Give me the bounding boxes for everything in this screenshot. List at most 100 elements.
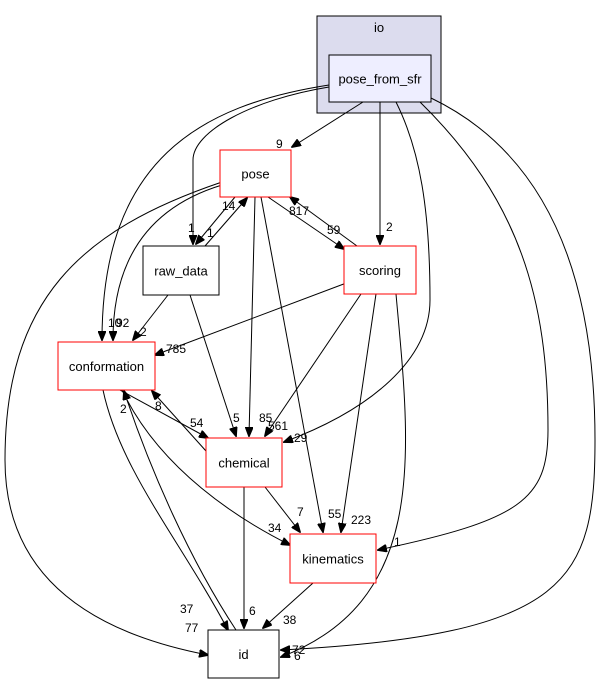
- node-label: chemical: [218, 456, 269, 471]
- edge-label[interactable]: 5: [233, 411, 240, 425]
- node-label: raw_data: [154, 264, 208, 279]
- node-scoring[interactable]: scoring: [343, 245, 417, 295]
- edge-line: [121, 389, 290, 545]
- edge-line: [189, 294, 236, 436]
- edge-chemical-to-conformation[interactable]: 8: [152, 391, 207, 452]
- edge-pose_from_sfr-to-chemical[interactable]: 29: [284, 101, 431, 445]
- edge-line: [193, 86, 330, 244]
- edge-line: [265, 293, 362, 436]
- node-box: [205, 437, 283, 488]
- node-box: [57, 341, 156, 391]
- edge-line: [378, 101, 549, 550]
- edge-line: [119, 389, 208, 438]
- edge-label[interactable]: 1: [188, 221, 195, 235]
- edge-line: [155, 281, 350, 355]
- edge-conformation-to-chemical[interactable]: 54: [119, 389, 208, 438]
- edge-pose_from_sfr-to-id[interactable]: 72: [281, 97, 596, 657]
- edge-pose_from_sfr-to-conformation[interactable]: 10: [102, 84, 330, 340]
- edge-line: [4, 181, 223, 655]
- edge-label[interactable]: 54: [190, 416, 204, 430]
- edge-chemical-to-id[interactable]: 6: [244, 487, 256, 628]
- edge-line: [196, 196, 236, 244]
- edge-conformation-to-id[interactable]: 37: [102, 389, 228, 630]
- edge-line: [281, 97, 596, 650]
- edge-line: [264, 486, 300, 532]
- edge-label[interactable]: 2: [120, 402, 127, 416]
- edge-raw_data-to-chemical[interactable]: 5: [189, 294, 240, 436]
- node-box: [328, 54, 432, 103]
- edge-scoring-to-id[interactable]: 6: [281, 293, 407, 663]
- edge-line: [133, 294, 169, 340]
- edge-pose_from_sfr-to-pose[interactable]: 9: [276, 101, 364, 151]
- edge-label[interactable]: 34: [268, 521, 282, 535]
- edge-label[interactable]: 2: [140, 325, 147, 339]
- edge-scoring-to-chemical[interactable]: 561: [265, 293, 362, 436]
- node-kinematics[interactable]: kinematics: [289, 533, 377, 584]
- edge-label[interactable]: 6: [294, 649, 301, 663]
- edge-scoring-to-conformation[interactable]: 785: [155, 281, 350, 356]
- edge-id-to-conformation[interactable]: 2: [120, 391, 237, 631]
- edge-label[interactable]: 1: [207, 226, 214, 240]
- edge-label[interactable]: 77: [185, 621, 199, 635]
- edge-label[interactable]: 1: [394, 535, 401, 549]
- edge-label[interactable]: 92: [116, 316, 130, 330]
- node-pose[interactable]: pose: [219, 149, 292, 198]
- edge-label[interactable]: 38: [283, 613, 297, 627]
- edge-pose-to-kinematics[interactable]: 55: [260, 196, 342, 532]
- edge-pose-to-conformation[interactable]: 92: [113, 184, 223, 340]
- edge-pose_from_sfr-to-kinematics[interactable]: 1: [378, 101, 549, 550]
- edge-label[interactable]: 817: [289, 204, 309, 218]
- edge-line: [124, 391, 237, 631]
- edge-label[interactable]: 9: [276, 137, 283, 151]
- edge-scoring-to-kinematics[interactable]: 223: [341, 293, 377, 532]
- edge-label[interactable]: 7: [297, 505, 304, 519]
- edge-label[interactable]: 2: [386, 220, 393, 234]
- node-conformation[interactable]: conformation: [57, 341, 156, 391]
- edge-raw_data-to-pose[interactable]: 14: [204, 198, 247, 247]
- node-chemical[interactable]: chemical: [205, 437, 283, 488]
- edge-conformation-to-kinematics[interactable]: 34: [121, 389, 290, 545]
- edge-scoring-to-pose[interactable]: 817: [289, 197, 358, 247]
- edge-line: [292, 101, 364, 147]
- node-label: kinematics: [302, 552, 364, 567]
- edge-line: [290, 197, 358, 247]
- edge-pose-to-raw_data[interactable]: 1: [196, 196, 236, 244]
- edge-label[interactable]: 72: [292, 643, 306, 657]
- edge-label[interactable]: 85: [259, 411, 273, 425]
- node-label: scoring: [359, 263, 401, 278]
- edge-pose_from_sfr-to-raw_data[interactable]: 1: [188, 86, 330, 244]
- edge-label[interactable]: 223: [351, 513, 371, 527]
- edge-line: [260, 196, 323, 532]
- edge-chemical-to-kinematics[interactable]: 7: [264, 486, 304, 532]
- node-label: id: [238, 647, 248, 662]
- node-label: pose_from_sfr: [338, 72, 422, 87]
- node-box: [343, 245, 417, 295]
- edge-pose-to-chemical[interactable]: 85: [249, 196, 273, 436]
- edge-line: [204, 198, 247, 247]
- node-id[interactable]: id: [207, 629, 280, 679]
- node-raw-data[interactable]: raw_data: [142, 245, 220, 296]
- node-pose-from-sfr[interactable]: pose_from_sfr: [328, 54, 432, 103]
- node-box: [219, 149, 292, 198]
- edge-raw_data-to-conformation[interactable]: 2: [133, 294, 169, 340]
- edge-kinematics-to-id[interactable]: 38: [263, 582, 314, 628]
- edge-label[interactable]: 10: [108, 316, 122, 330]
- edge-label[interactable]: 37: [180, 602, 194, 616]
- cluster-io-label: io: [374, 20, 384, 35]
- edge-label[interactable]: 785: [166, 342, 186, 356]
- edge-label[interactable]: 29: [294, 431, 308, 445]
- node-box: [207, 629, 280, 679]
- node-label: pose: [241, 167, 269, 182]
- edge-label[interactable]: 55: [328, 507, 342, 521]
- edge-line: [113, 184, 223, 340]
- edge-label[interactable]: 6: [249, 604, 256, 618]
- edge-label[interactable]: 561: [268, 419, 288, 433]
- edge-pose_from_sfr-to-scoring[interactable]: 2: [380, 102, 393, 244]
- edge-line: [102, 84, 330, 340]
- edge-label[interactable]: 8: [155, 399, 162, 413]
- edge-label[interactable]: 14: [222, 199, 236, 213]
- edge-pose-to-id[interactable]: 77: [4, 181, 223, 655]
